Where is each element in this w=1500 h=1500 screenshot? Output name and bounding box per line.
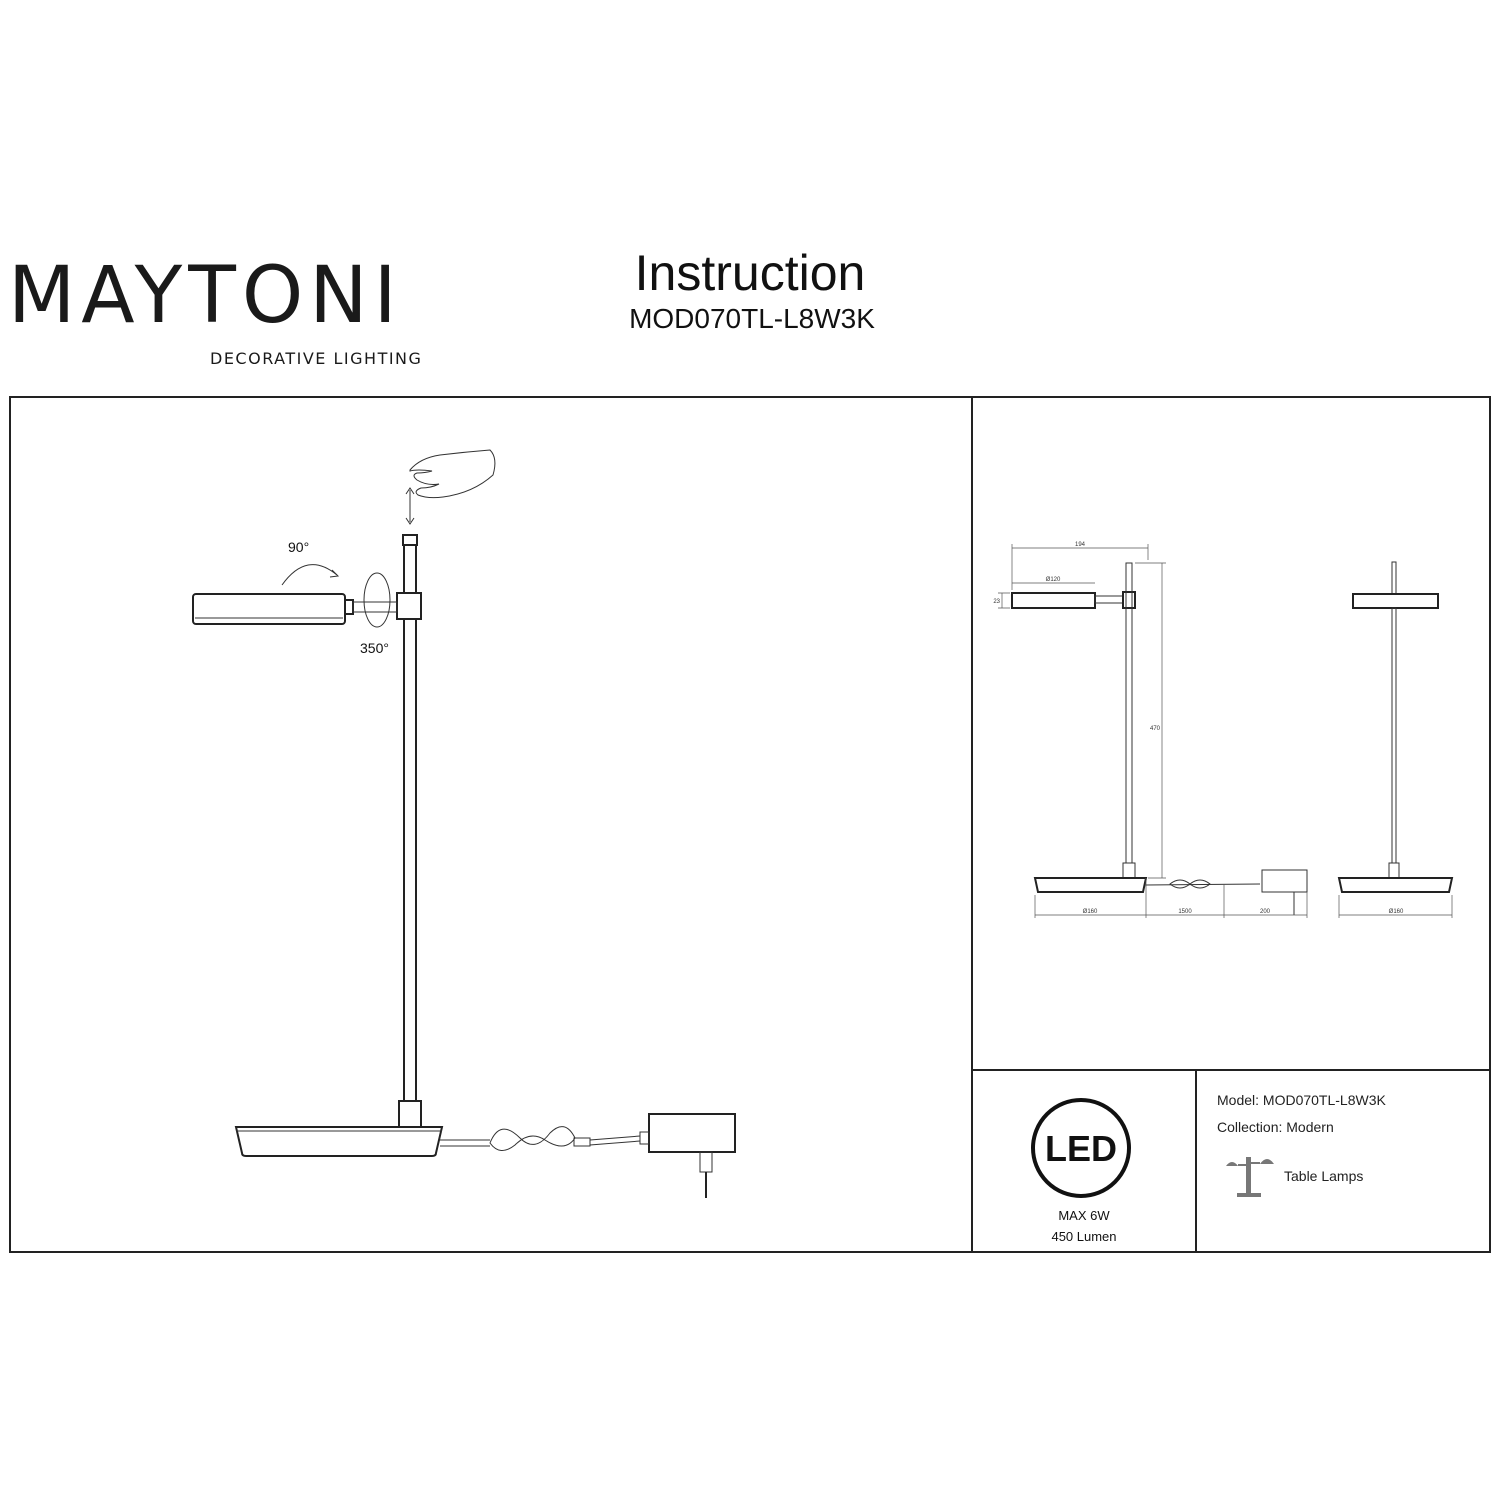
model-info: Model: MOD070TL-L8W3K (1217, 1092, 1387, 1108)
dim-cable-length: 1500 (1178, 909, 1192, 915)
dim-adapter-length: 200 (1260, 909, 1271, 915)
dim-height: 470 (1150, 726, 1161, 732)
dim-width: 194 (1075, 542, 1086, 548)
dimension-drawing-front: Ø160 (1337, 561, 1454, 918)
dim-head-height: 23 (993, 599, 1000, 605)
dim-side-base-diameter: Ø160 (1389, 909, 1404, 915)
brand-logo: MAYTONI (8, 251, 403, 341)
dim-base-diameter: Ø160 (1083, 909, 1098, 915)
dim-head-diameter: Ø120 (1046, 577, 1061, 583)
brand-tagline: DECORATIVE LIGHTING (210, 349, 422, 368)
frame (9, 396, 1491, 1253)
power-spec: MAX 6W (1058, 1208, 1110, 1223)
rotation-90-label: 90° (288, 539, 309, 555)
led-badge: LED (1031, 1098, 1131, 1198)
lumen-spec: 450 Lumen (1051, 1229, 1116, 1244)
category-info: Table Lamps (1284, 1168, 1363, 1184)
led-label: LED (1045, 1128, 1117, 1169)
page-title: Instruction (635, 245, 866, 301)
main-lamp-drawing: 90° 350° (192, 449, 736, 1198)
table-lamp-icon (1226, 1157, 1274, 1197)
model-code: MOD070TL-L8W3K (629, 303, 875, 334)
collection-info: Collection: Modern (1217, 1119, 1334, 1135)
hand-icon (409, 449, 496, 499)
dimension-drawing-side: 194 Ø120 23 470 Ø160 1500 200 (993, 542, 1308, 918)
rotation-350-label: 350° (360, 640, 389, 656)
